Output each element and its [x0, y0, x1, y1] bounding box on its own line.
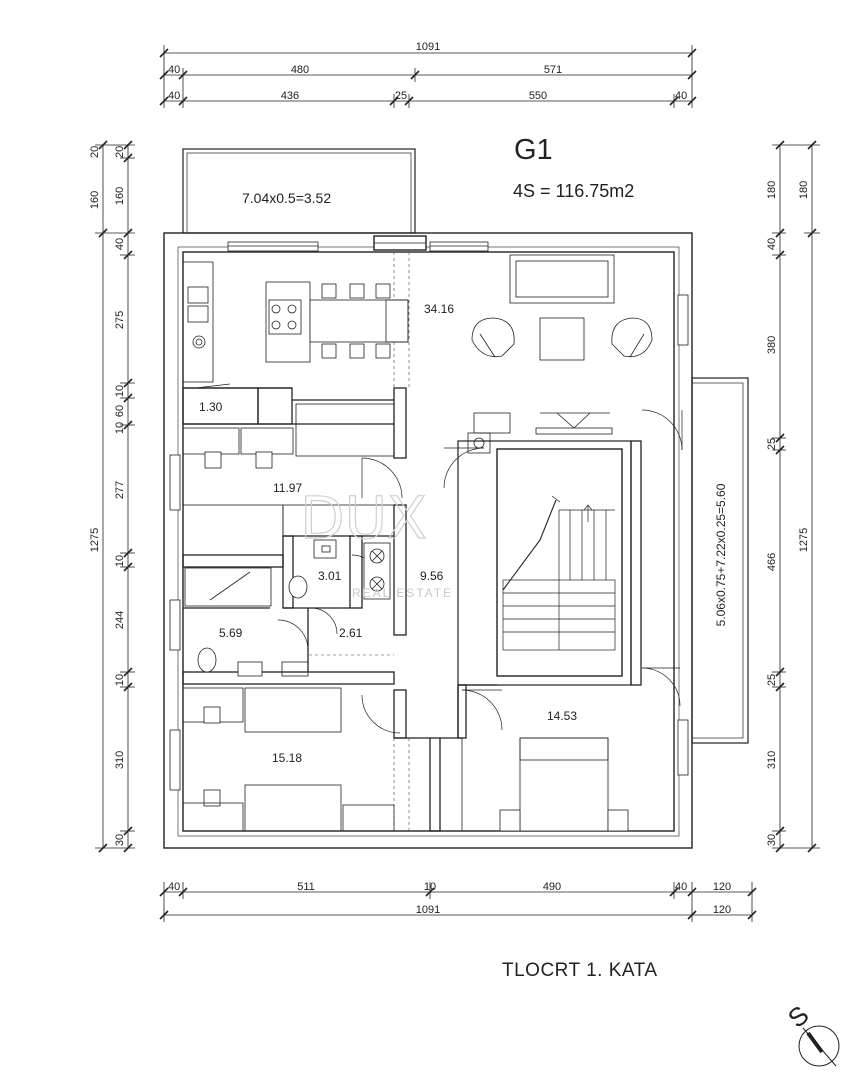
room-area-bedroom-1: 11.97 — [273, 481, 302, 495]
right-balcony-area-label: 5.06x0.75+7.22x0.25=5.60 — [714, 483, 728, 626]
dim-right-5: 466 — [766, 553, 778, 571]
furniture — [182, 254, 653, 832]
bottom-dimension-lines — [159, 882, 757, 922]
windows-top — [227, 235, 489, 252]
dim-left-1: 20 — [114, 146, 126, 158]
room-area-wc-hall: 2.61 — [339, 626, 363, 640]
windows-side — [169, 294, 689, 791]
room-area-bedroom-2: 14.53 — [547, 709, 577, 723]
dim-top-row2-a: 40 — [168, 64, 180, 76]
dim-left-13: 30 — [114, 834, 126, 846]
dim-left-7: 10 — [114, 422, 126, 434]
dim-left-6: 60 — [114, 405, 126, 417]
dim-top-row3-d: 550 — [529, 90, 547, 102]
dim-left-10: 244 — [114, 611, 126, 629]
dim-top-row3-b: 436 — [281, 90, 299, 102]
left-dimension-labels: 20 160 1275 20 160 40 275 10 60 10 277 1… — [89, 146, 126, 846]
dim-bottom-b: 511 — [297, 881, 315, 893]
dim-right-8: 30 — [766, 834, 778, 846]
dim-right-6: 25 — [766, 674, 778, 686]
dim-left-12: 310 — [114, 751, 126, 769]
dim-right-outer-top: 180 — [798, 181, 810, 199]
left-dimension-lines — [95, 140, 135, 853]
room-area-bathroom-2: 5.69 — [219, 626, 243, 640]
floor-caption: TLOCRT 1. KATA — [502, 960, 658, 981]
dim-left-9: 10 — [114, 555, 126, 567]
room-area-living: 34.16 — [424, 302, 454, 316]
dim-bottom-total: 1091 — [416, 904, 440, 916]
dim-left-outer-top-160: 160 — [89, 191, 101, 209]
room-area-bedroom-3: 15.18 — [272, 751, 302, 765]
dim-top-row2-b: 480 — [291, 64, 309, 76]
dim-left-11: 10 — [114, 674, 126, 686]
outer-walls — [163, 232, 693, 849]
dim-left-8: 277 — [114, 481, 126, 499]
dim-right-1: 180 — [766, 181, 778, 199]
room-area-storage: 1.30 — [199, 400, 223, 414]
dim-left-5: 10 — [114, 385, 126, 397]
north-arrow-icon: S — [782, 999, 840, 1067]
dim-top-row3-e: 40 — [675, 90, 687, 102]
dim-bottom-d: 490 — [543, 881, 561, 893]
dim-right-outer: 1275 — [798, 528, 810, 552]
dim-bottom-e: 40 — [675, 881, 687, 893]
dim-left-outer-top-20: 20 — [89, 146, 101, 158]
top-dimension-lines — [159, 45, 697, 108]
dim-top-row3-c: 25 — [395, 90, 407, 102]
dim-left-2: 160 — [114, 187, 126, 205]
dim-top-total: 1091 — [416, 41, 440, 53]
dim-top-row3-a: 40 — [168, 90, 180, 102]
dim-right-4: 25 — [766, 438, 778, 450]
dim-right-3: 380 — [766, 336, 778, 354]
dim-left-3: 40 — [114, 238, 126, 250]
plan-title: G1 — [514, 134, 553, 166]
staircase — [502, 495, 616, 651]
watermark-logo: DUX — [300, 484, 427, 552]
room-area-bathroom-1: 3.01 — [318, 569, 342, 583]
dim-bottom-c: 10 — [424, 881, 436, 893]
plan-area-label: 4S = 116.75m2 — [513, 181, 635, 201]
door-swings — [195, 383, 683, 734]
dim-left-4: 275 — [114, 311, 126, 329]
top-balcony-area-label: 7.04x0.5=3.52 — [242, 190, 332, 206]
dim-top-row2-c: 571 — [544, 64, 562, 76]
right-dimension-lines — [772, 140, 820, 853]
dim-bottom-g: 120 — [713, 904, 731, 916]
room-area-hallway: 9.56 — [420, 569, 444, 583]
dim-right-2: 40 — [766, 238, 778, 250]
right-dimension-labels: 180 40 380 25 466 25 310 30 180 1275 — [766, 181, 810, 846]
dim-right-7: 310 — [766, 751, 778, 769]
watermark-subtext: REAL ESTATE — [352, 586, 453, 600]
landing-fixtures — [467, 412, 613, 454]
dim-left-outer: 1275 — [89, 528, 101, 552]
dim-bottom-f: 120 — [713, 881, 731, 893]
dim-bottom-a: 40 — [168, 881, 180, 893]
